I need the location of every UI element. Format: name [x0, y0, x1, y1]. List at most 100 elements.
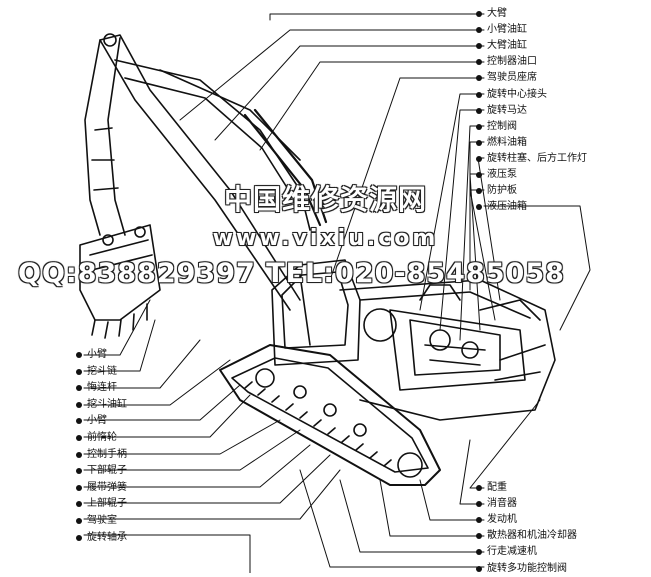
part-label: 液压油箱: [476, 201, 527, 213]
bullet-icon: [476, 485, 482, 491]
part-label: 前惰轮: [76, 432, 117, 444]
part-label: 小臂: [76, 349, 107, 361]
part-label-text: 控制器油口: [487, 56, 537, 68]
part-label-text: 上部辊子: [87, 498, 127, 510]
bullet-icon: [476, 565, 482, 572]
bullet-icon: [76, 352, 82, 358]
part-label: 挖斗链: [76, 366, 117, 378]
part-label-text: 悔连杆: [87, 382, 117, 394]
part-label-text: 发动机: [487, 514, 517, 526]
part-label: 旋转马达: [476, 105, 527, 117]
bullet-icon: [476, 11, 482, 17]
part-label: 旋转多功能控制阀: [476, 563, 567, 575]
part-label: 燃料油箱: [476, 137, 527, 149]
part-label-text: 配重: [487, 482, 507, 493]
bullet-icon: [476, 27, 482, 34]
part-label-text: 控制手柄: [87, 448, 127, 460]
part-label-text: 旋转马达: [487, 104, 527, 116]
bullet-icon: [76, 435, 82, 441]
part-label-text: 挖斗油缸: [87, 398, 127, 410]
bullet-icon: [476, 59, 482, 66]
bullet-icon: [76, 468, 82, 475]
arm-drawing: [84, 33, 126, 246]
boom-drawing: [99, 34, 328, 311]
part-label: 行走减速机: [476, 546, 537, 558]
part-label: 小臂: [76, 415, 107, 427]
part-label: 旋转轴承: [76, 532, 127, 544]
part-label: 大臂油缸: [476, 40, 527, 52]
bullet-icon: [76, 418, 82, 425]
part-label: 小臂油缸: [476, 24, 527, 36]
bullet-icon: [76, 401, 82, 408]
part-label-text: 液压油箱: [487, 201, 527, 213]
watermark-site-name: 中国维修资源网: [223, 183, 427, 216]
part-label: 驾驶员座席: [476, 72, 537, 84]
part-label: 防护板: [476, 185, 517, 197]
part-label-text: 旋转中心接头: [487, 88, 547, 100]
bullet-icon: [76, 484, 82, 491]
part-label: 挖斗油缸: [76, 399, 127, 411]
bullet-icon: [476, 43, 482, 50]
watermark-contact: QQ:838829397 TEL:020-85485058: [18, 258, 565, 289]
part-label: 消音器: [476, 498, 517, 510]
bullet-icon: [476, 91, 482, 98]
part-label-text: 大臂油缸: [487, 40, 527, 52]
part-label: 控制手柄: [76, 449, 127, 461]
part-label-text: 驾驶室: [87, 515, 117, 526]
watermark-url: www.vixiu.com: [212, 226, 439, 251]
part-label: 液压泵: [476, 169, 517, 181]
bullet-icon: [476, 107, 482, 114]
bullet-icon: [476, 501, 482, 508]
bullet-icon: [476, 172, 482, 178]
bullet-icon: [476, 549, 482, 556]
bullet-icon: [476, 155, 482, 162]
bullet-icon: [76, 385, 82, 392]
part-label-text: 旋转多功能控制阀: [487, 562, 567, 574]
track-drawing: [219, 344, 441, 486]
part-label: 配重: [476, 482, 507, 494]
bullet-icon: [76, 451, 82, 458]
part-label-text: 旋转柱塞、后方工作灯: [487, 152, 587, 164]
part-label: 旋转中心接头: [476, 89, 547, 101]
part-label: 控制阀: [476, 121, 517, 133]
bullet-icon: [76, 368, 82, 375]
part-label-text: 液压泵: [487, 169, 517, 180]
part-label-text: 履带弹簧: [87, 481, 127, 493]
part-label-text: 小臂油缸: [487, 24, 527, 36]
bullet-icon: [476, 123, 482, 130]
part-label: 控制器油口: [476, 56, 537, 68]
bullet-icon: [476, 139, 482, 146]
bullet-icon: [476, 517, 482, 524]
part-label-text: 小臂: [87, 349, 107, 360]
bullet-icon: [76, 534, 82, 541]
bullet-icon: [476, 204, 482, 211]
part-label: 散热器和机油冷却器: [476, 530, 577, 542]
part-label-text: 散热器和机油冷却器: [487, 530, 577, 542]
part-label: 发动机: [476, 514, 517, 526]
part-label-text: 小臂: [87, 415, 107, 427]
part-label: 大臂: [476, 8, 507, 20]
part-label-text: 旋转轴承: [87, 531, 127, 543]
part-label: 悔连杆: [76, 382, 117, 394]
part-label: 下部辊子: [76, 465, 127, 477]
part-label-text: 前惰轮: [87, 432, 117, 443]
part-label-text: 燃料油箱: [487, 136, 527, 148]
bullet-icon: [476, 75, 482, 82]
part-label: 上部辊子: [76, 498, 127, 510]
bullet-icon: [76, 501, 82, 508]
bullet-icon: [476, 188, 482, 195]
bullet-icon: [76, 518, 82, 524]
upper-structure-drawing: [339, 279, 556, 421]
part-label-text: 挖斗链: [87, 365, 117, 377]
part-label-text: 大臂: [487, 8, 507, 19]
part-label: 驾驶室: [76, 515, 117, 527]
bucket-drawing: [79, 224, 161, 339]
bullet-icon: [476, 533, 482, 540]
part-label-text: 行走减速机: [487, 546, 537, 558]
part-label-text: 驾驶员座席: [487, 72, 537, 84]
part-label-text: 控制阀: [487, 120, 517, 132]
part-label-text: 防护板: [487, 185, 517, 197]
part-label: 履带弹簧: [76, 482, 127, 494]
part-label-text: 消音器: [487, 498, 517, 510]
